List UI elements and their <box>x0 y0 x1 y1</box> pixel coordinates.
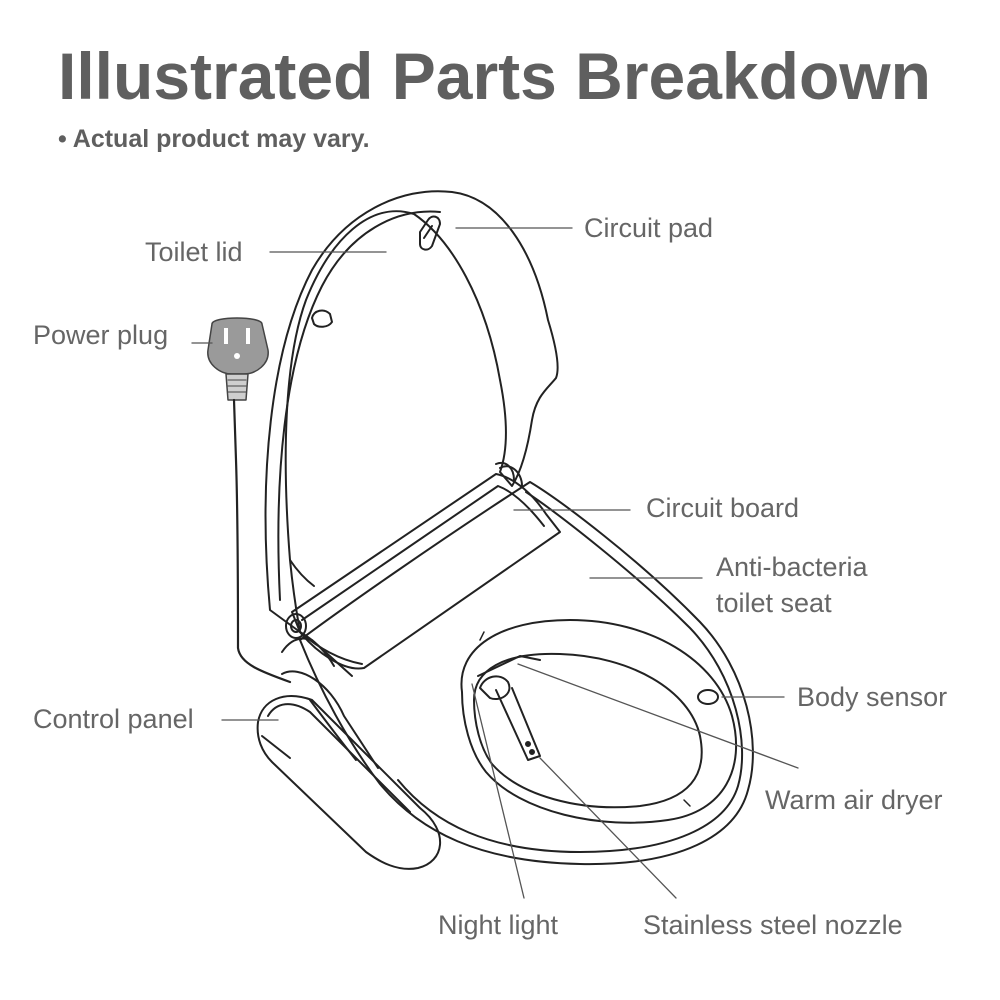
label-warm-air-dryer: Warm air dryer <box>765 785 943 815</box>
label-stainless-steel-nozzle: Stainless steel nozzle <box>643 910 903 940</box>
seat-ring-drawing <box>299 481 754 866</box>
leader-night-light <box>471 683 525 899</box>
leader-stainless-steel-nozzle <box>539 757 677 899</box>
label-body-sensor: Body sensor <box>797 682 948 712</box>
label-circuit-pad: Circuit pad <box>584 213 714 243</box>
seat-hinge-drawing <box>281 631 353 677</box>
leader-lines <box>191 227 799 899</box>
leader-warm-air-dryer <box>517 663 799 769</box>
label-toilet-lid: Toilet lid <box>145 237 243 267</box>
label-anti-bacteria-line1: Anti-bacteria <box>716 552 868 582</box>
circuit-board-drawing <box>285 465 561 670</box>
label-night-light: Night light <box>438 910 559 940</box>
page-title: Illustrated Parts Breakdown <box>58 39 931 113</box>
label-power-plug: Power plug <box>33 320 169 350</box>
disclaimer-note: • Actual product may vary. <box>58 125 370 153</box>
label-circuit-board: Circuit board <box>646 493 800 523</box>
power-plug-drawing <box>207 317 292 684</box>
label-anti-bacteria-line2: toilet seat <box>716 588 832 618</box>
toilet-lid-drawing <box>264 190 559 633</box>
label-control-panel: Control panel <box>33 704 194 734</box>
control-panel-drawing <box>256 670 441 870</box>
